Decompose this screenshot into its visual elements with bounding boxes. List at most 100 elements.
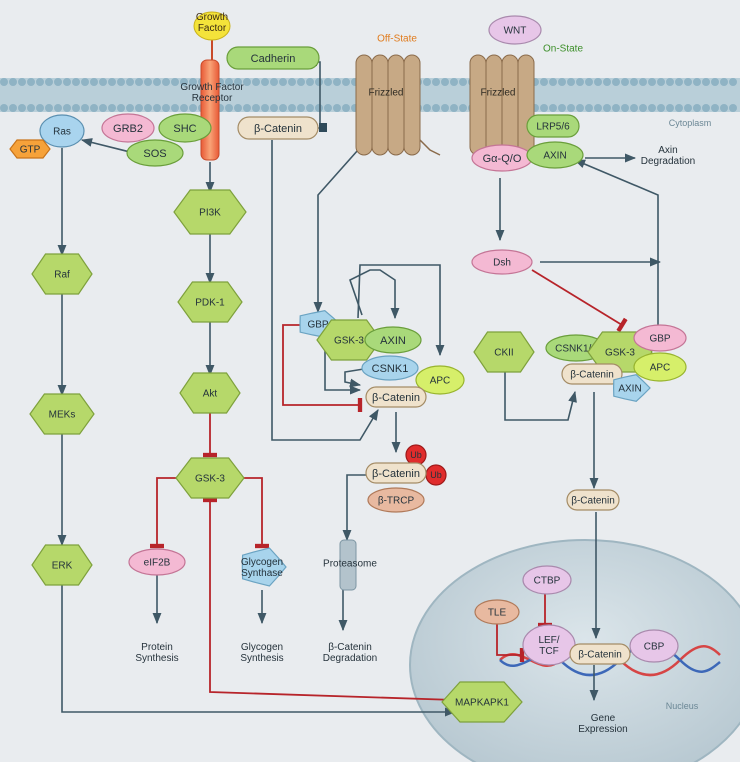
node-grb2-shape <box>101 113 155 143</box>
axin-on-text: AXIN <box>543 151 566 162</box>
node-bcat-cyt-shape <box>566 489 620 511</box>
node-apc-on-shape <box>633 352 687 382</box>
mapkapk1-text: MAPKAPK1 <box>455 698 509 709</box>
node-meks-shape <box>29 393 95 435</box>
nucleus-text: Nucleus <box>666 701 699 711</box>
leftcf-text: TCF <box>539 646 558 657</box>
node-dsh: Dsh <box>471 249 533 275</box>
pi3k-text: PI3K <box>199 208 221 219</box>
glycogen-synthesis-text: Synthesis <box>240 653 283 664</box>
node-bcat-off-shape <box>365 386 427 408</box>
node-axin-on-shape <box>526 141 584 169</box>
glycogen-synthesis-text: Glycogen <box>241 642 283 653</box>
leftcf-text: LEF/ <box>538 635 559 646</box>
node-apc-on: APC <box>633 352 687 382</box>
node-eif2b-shape <box>128 548 186 576</box>
cbp-text: CBP <box>644 642 665 653</box>
sos-text: SOS <box>143 148 166 160</box>
cadherin-text: Cadherin <box>251 53 296 65</box>
node-bcat-on: β-Catenin <box>561 363 623 385</box>
node-mapkapk1-shape <box>441 681 523 723</box>
axin-on2-text: AXIN <box>618 384 641 395</box>
node-raf-shape <box>31 253 93 295</box>
node-cbp: CBP <box>629 629 679 663</box>
node-erk: ERK <box>31 544 93 586</box>
node-gaqo: Gα-Q/O <box>471 144 533 172</box>
label-cytoplasm: Cytoplasm <box>669 118 712 128</box>
node-wnt: WNT <box>488 15 542 45</box>
shc-text: SHC <box>173 123 196 135</box>
protein-synthesis-text: Synthesis <box>135 653 178 664</box>
gene-expression-text: Gene <box>591 713 616 724</box>
node-csnk1-off-shape <box>361 355 419 381</box>
gtp-text: GTP <box>20 145 41 156</box>
node-pdk1-shape <box>177 281 243 323</box>
node-axin-off: AXIN <box>364 326 422 354</box>
node-btrcp-shape <box>367 487 425 513</box>
bcat-degradation-text: β-Catenin <box>328 642 372 653</box>
bcat-cyt-text: β-Catenin <box>571 496 615 507</box>
node-pi3k-shape <box>173 189 247 235</box>
node-ub1: Ub <box>405 444 427 466</box>
wnt-text: WNT <box>504 26 527 37</box>
node-btrcp: β-TRCP <box>367 487 425 513</box>
node-bcat-membrane-shape <box>237 116 319 140</box>
node-shc-shape <box>158 113 212 143</box>
node-meks: MEKs <box>29 393 95 435</box>
node-tle: TLE <box>474 599 520 625</box>
btrcp-text: β-TRCP <box>378 496 415 507</box>
node-gsk3-akt: GSK-3 <box>175 457 245 499</box>
ras-text: Ras <box>53 127 71 138</box>
node-eif2b: eIF2B <box>128 548 186 576</box>
node-akt-shape <box>179 372 241 414</box>
node-sos: SOS <box>126 139 184 167</box>
node-bcat-nuc: β-Catenin <box>569 643 631 665</box>
node-cadherin-shape <box>226 46 320 70</box>
csnk1-off-text: CSNK1 <box>372 363 409 375</box>
node-bcat-nuc-shape <box>569 643 631 665</box>
node-ctbp: CTBP <box>522 565 572 595</box>
node-leftcf: LEF/TCF <box>522 624 576 666</box>
label-off-state: Off-State <box>377 34 417 45</box>
node-apc-off: APC <box>415 365 465 395</box>
node-ub2: Ub <box>425 464 447 486</box>
akt-text: Akt <box>203 389 218 400</box>
apc-off-text: APC <box>430 376 451 387</box>
node-raf: Raf <box>31 253 93 295</box>
node-glycogen-synthase-shape <box>241 547 287 587</box>
label-frizzled-off: Frizzled <box>368 88 403 99</box>
ub1-text: Ub <box>410 450 422 460</box>
node-axin-off-shape <box>364 326 422 354</box>
growth-factor-ligand <box>193 11 231 41</box>
label-on-state: On-State <box>543 44 583 55</box>
ckii-text: CKII <box>494 348 513 359</box>
meks-text: MEKs <box>49 410 76 421</box>
grb2-text: GRB2 <box>113 123 143 135</box>
node-axin-on2-shape <box>612 374 651 402</box>
dsh-text: Dsh <box>493 258 511 269</box>
gsk3-on-text: GSK-3 <box>605 348 635 359</box>
glycogen-synthase-text: Glycogen <box>241 557 283 568</box>
frizzled-on-receptor <box>469 54 535 156</box>
gbp-on-text: GBP <box>649 334 670 345</box>
eif2b-text: eIF2B <box>144 558 171 569</box>
growth-factor-text: Growth <box>196 12 228 23</box>
node-bcat-membrane: β-Catenin <box>237 116 319 140</box>
proteasome-shape <box>339 539 357 591</box>
node-gbp-on-shape <box>633 324 687 352</box>
csnk12-text: CSNK1/2 <box>555 344 597 355</box>
protein-synthesis-text: Protein <box>141 642 173 653</box>
node-bcat-on-shape <box>561 363 623 385</box>
node-pi3k: PI3K <box>173 189 247 235</box>
frizzled-on-text: Frizzled <box>480 88 515 99</box>
